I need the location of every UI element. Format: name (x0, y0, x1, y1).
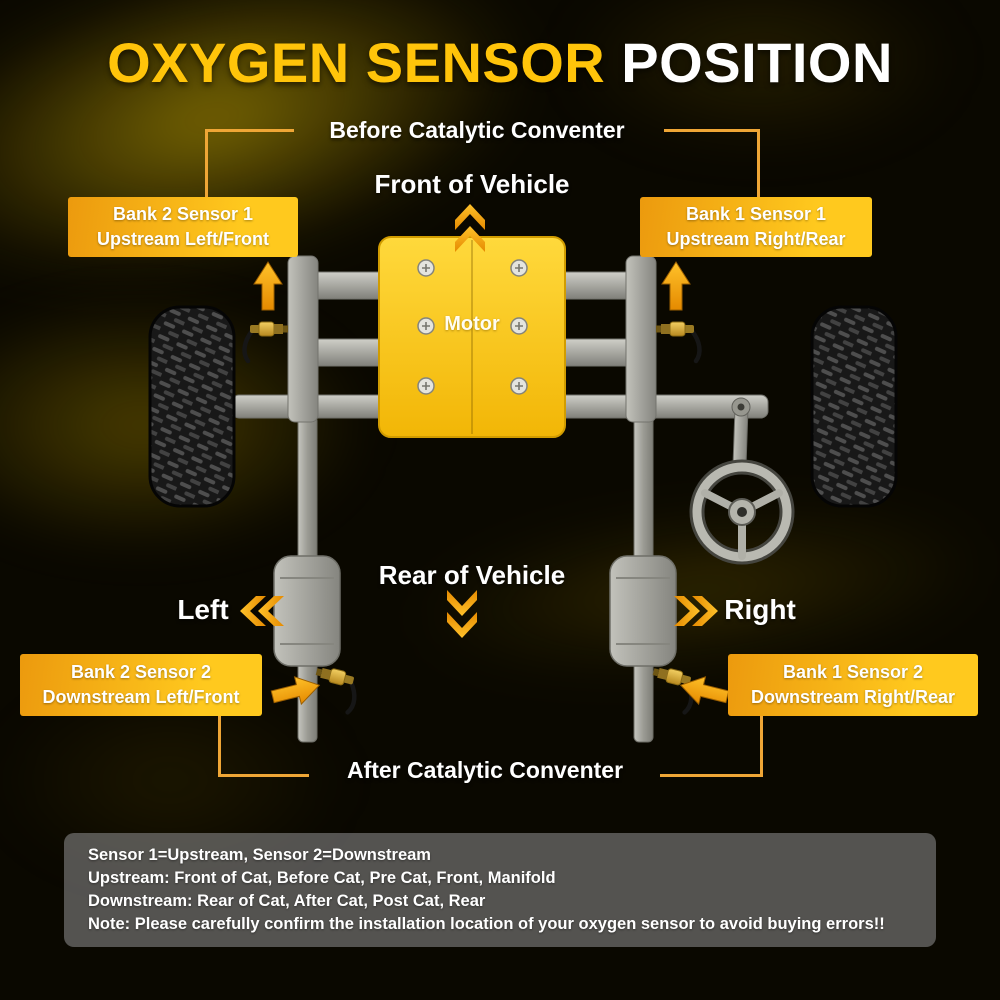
notes-panel: Sensor 1=Upstream, Sensor 2=Downstream U… (64, 833, 936, 947)
oxygen-sensor-upstream-left-icon (245, 322, 288, 361)
front-of-vehicle-label: Front of Vehicle (374, 169, 570, 199)
note-line: Sensor 1=Upstream, Sensor 2=Downstream (88, 846, 431, 864)
title-rest: POSITION (605, 31, 893, 94)
bank1-sensor1-callout: Bank 1 Sensor 1 Upstream Right/Rear (640, 197, 872, 257)
arrow-up-icon (661, 261, 691, 311)
bank2-sensor2-callout: Bank 2 Sensor 2 Downstream Left/Front (20, 654, 262, 716)
chevron-right-icon (674, 596, 700, 626)
left-exhaust-pipe (273, 415, 341, 743)
steering-wheel (689, 397, 795, 565)
callout-line: Bank 2 Sensor 2 (70, 661, 212, 682)
after-catalytic-converter-label: After Catalytic Conventer (346, 757, 624, 783)
arrow-up-icon (253, 261, 283, 311)
callout-line: Bank 2 Sensor 1 (112, 203, 254, 224)
connector-line-before-cat-right (664, 129, 760, 200)
note-line: Upstream: Front of Cat, Before Cat, Pre … (88, 869, 556, 887)
right-catalytic-converter (609, 555, 677, 667)
callout-line: Upstream Left/Front (96, 229, 269, 249)
callout-line: Upstream Right/Rear (666, 229, 846, 249)
right-side-label: Right (724, 594, 796, 625)
chevron-down-icon (447, 590, 477, 616)
note-line: Note: Please carefully confirm the insta… (88, 915, 885, 933)
note-line: Downstream: Rear of Cat, After Cat, Post… (88, 892, 486, 910)
left-catalytic-converter (273, 555, 341, 667)
motor-block (378, 236, 566, 438)
connector-line-after-cat-right (660, 716, 763, 777)
connector-line-after-cat-left (218, 716, 309, 777)
oxygen-sensor-upstream-right-icon (656, 322, 699, 361)
page-title: OXYGEN SENSOR POSITION (0, 30, 1000, 95)
right-tire (810, 305, 898, 508)
before-catalytic-converter-label: Before Catalytic Conventer (329, 117, 625, 143)
left-tire (148, 305, 236, 508)
callout-line: Bank 1 Sensor 2 (782, 661, 924, 682)
bank2-sensor1-callout: Bank 2 Sensor 1 Upstream Left/Front (68, 197, 298, 257)
left-side-label: Left (177, 594, 229, 625)
motor-label: Motor (444, 313, 500, 335)
right-exhaust-pipe (609, 415, 677, 743)
callout-line: Downstream Right/Rear (750, 687, 956, 707)
rear-of-vehicle-label: Rear of Vehicle (378, 560, 566, 590)
title-highlight: OXYGEN SENSOR (107, 31, 606, 94)
bank1-sensor2-callout: Bank 1 Sensor 2 Downstream Right/Rear (728, 654, 978, 716)
callout-line: Bank 1 Sensor 1 (685, 203, 827, 224)
callout-line: Downstream Left/Front (42, 687, 240, 707)
